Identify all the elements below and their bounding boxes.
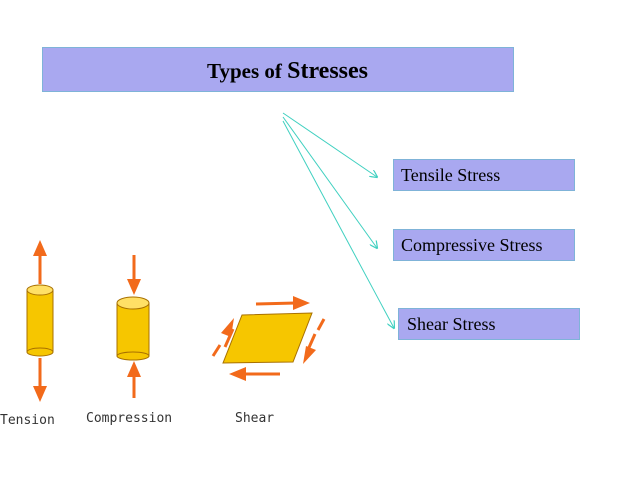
shear-parallelogram [222,312,313,364]
compression-label: Compression [86,411,173,426]
shear-label: Shear [235,411,275,426]
tension-cylinder [26,284,54,357]
tension-arrow-down [33,358,47,402]
connector-shear [282,120,394,328]
shear-stress-label: Shear Stress [407,314,496,334]
title-part-2: Stresses [287,58,369,84]
compression-figure [116,255,150,398]
tension-label: Tension [0,413,55,428]
title-box: Types of Stresses [42,47,514,92]
shear-arrow-bottom [229,367,280,381]
shear-arrow-right [303,318,326,364]
shear-arrow-top [255,296,310,310]
shear-arrow-left [211,318,235,357]
connector-lines [282,112,394,328]
tension-arrow-up [33,240,47,284]
connector-tensile [282,112,377,177]
compressive-stress-box: Compressive Stress [393,229,575,261]
compression-arrow-down [127,255,141,295]
title-part-1: Types of [207,59,288,83]
tensile-stress-box: Tensile Stress [393,159,575,191]
page-title: Types of Stresses [207,58,368,85]
shear-stress-box: Shear Stress [398,308,580,340]
connector-compressive [282,116,377,248]
shear-figure [211,296,326,381]
compression-cylinder [116,296,150,361]
tensile-stress-label: Tensile Stress [401,165,501,185]
compressive-stress-label: Compressive Stress [401,235,543,255]
compression-arrow-up [127,361,141,398]
tension-figure [26,240,54,402]
